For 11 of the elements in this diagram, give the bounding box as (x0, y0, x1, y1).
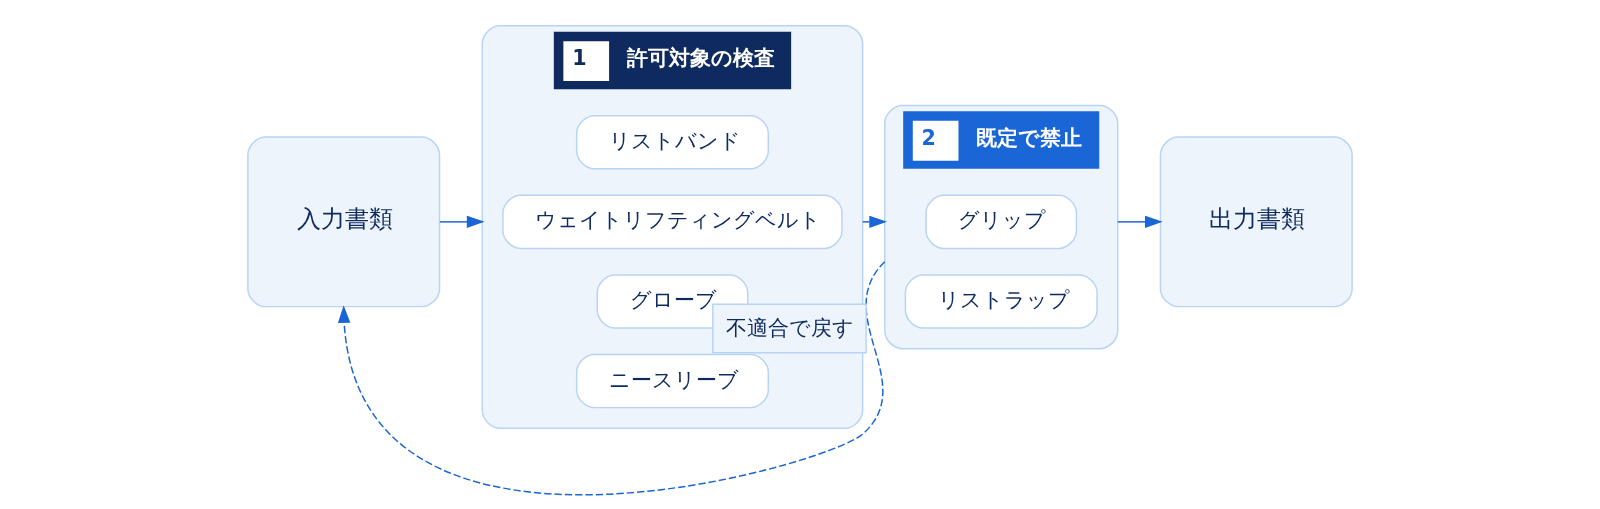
arrow (1116, 215, 1163, 229)
node-box: 入力書類 (247, 136, 441, 308)
node-box: リストバンド (575, 115, 770, 170)
node-box: ウェイトリフティングベルト (502, 194, 843, 250)
node-box: リストラップ (904, 274, 1098, 329)
node-box: ニースリーブ (575, 353, 770, 409)
node-box: 出力書類 (1159, 136, 1353, 308)
arrow (439, 215, 485, 229)
arrow (861, 215, 887, 229)
arrow (337, 260, 886, 496)
node-box: グリップ (925, 194, 1078, 250)
